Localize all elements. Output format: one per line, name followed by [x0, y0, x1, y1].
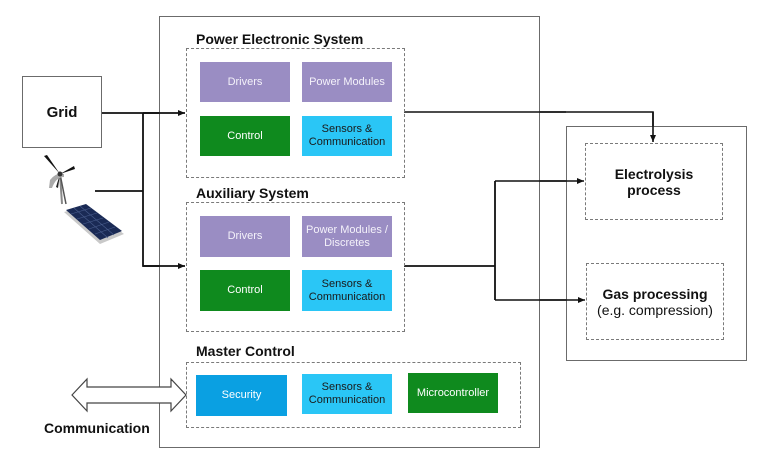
- aux-power-modules-block: Power Modules / Discretes: [302, 216, 392, 257]
- aux-group: [186, 202, 405, 332]
- aux-control-block: Control: [200, 270, 290, 311]
- gas-processing-line1: Gas processing: [602, 285, 708, 302]
- aux-drivers-block: Drivers: [200, 216, 290, 257]
- communication-label: Communication: [44, 420, 150, 436]
- electrolysis-line2: process: [627, 181, 681, 198]
- aux-power-modules-label-line2: Discretes: [324, 236, 370, 249]
- pes-group: [186, 48, 405, 178]
- aux-output-segment: [404, 181, 496, 300]
- pes-control-block: Control: [200, 116, 290, 156]
- microcontroller-block: Microcontroller: [408, 373, 498, 413]
- microcontroller-label: Microcontroller: [416, 386, 490, 399]
- pes-sensors-label-line2: Communication: [308, 136, 386, 148]
- pes-sensors-block: Sensors & Communication: [302, 116, 392, 156]
- pes-power-modules-block: Power Modules: [302, 62, 392, 102]
- pes-drivers-block: Drivers: [200, 62, 290, 102]
- wind-turbine-icon: [44, 155, 75, 205]
- pes-power-modules-label: Power Modules: [309, 75, 385, 88]
- solar-panel-icon: [64, 204, 124, 244]
- pes-drivers-label: Drivers: [227, 75, 263, 88]
- aux-sensors-label-line2: Communication: [308, 290, 386, 303]
- electrolysis-line1: Electrolysis: [614, 165, 694, 182]
- master-sensors-block: Sensors & Communication: [302, 374, 392, 414]
- aux-control-label: Control: [227, 284, 263, 296]
- pes-sensors-label-line1: Sensors &: [321, 123, 373, 135]
- grid-label: Grid: [46, 103, 78, 121]
- pes-control-label: Control: [227, 129, 263, 142]
- grid-box: Grid: [22, 76, 102, 148]
- master-sensors-label-line2: Communication: [308, 394, 386, 406]
- aux-power-modules-label-line1: Power Modules /: [306, 223, 388, 236]
- aux-sensors-label-line1: Sensors &: [321, 277, 373, 290]
- security-label: Security: [221, 389, 262, 401]
- security-block: Security: [196, 375, 287, 416]
- aux-drivers-label: Drivers: [227, 230, 263, 242]
- master-sensors-label-line1: Sensors &: [321, 381, 373, 393]
- aux-title: Auxiliary System: [196, 185, 309, 201]
- aux-sensors-block: Sensors & Communication: [302, 270, 392, 311]
- gas-processing-line2: (e.g. compression): [597, 301, 713, 318]
- master-control-group: [186, 362, 521, 428]
- gas-processing-box: Gas processing (e.g. compression): [586, 263, 724, 340]
- communication-double-arrow: [71, 377, 187, 413]
- electrolysis-process-box: Electrolysis process: [585, 143, 723, 220]
- pes-title: Power Electronic System: [196, 31, 364, 47]
- master-control-title: Master Control: [196, 343, 295, 359]
